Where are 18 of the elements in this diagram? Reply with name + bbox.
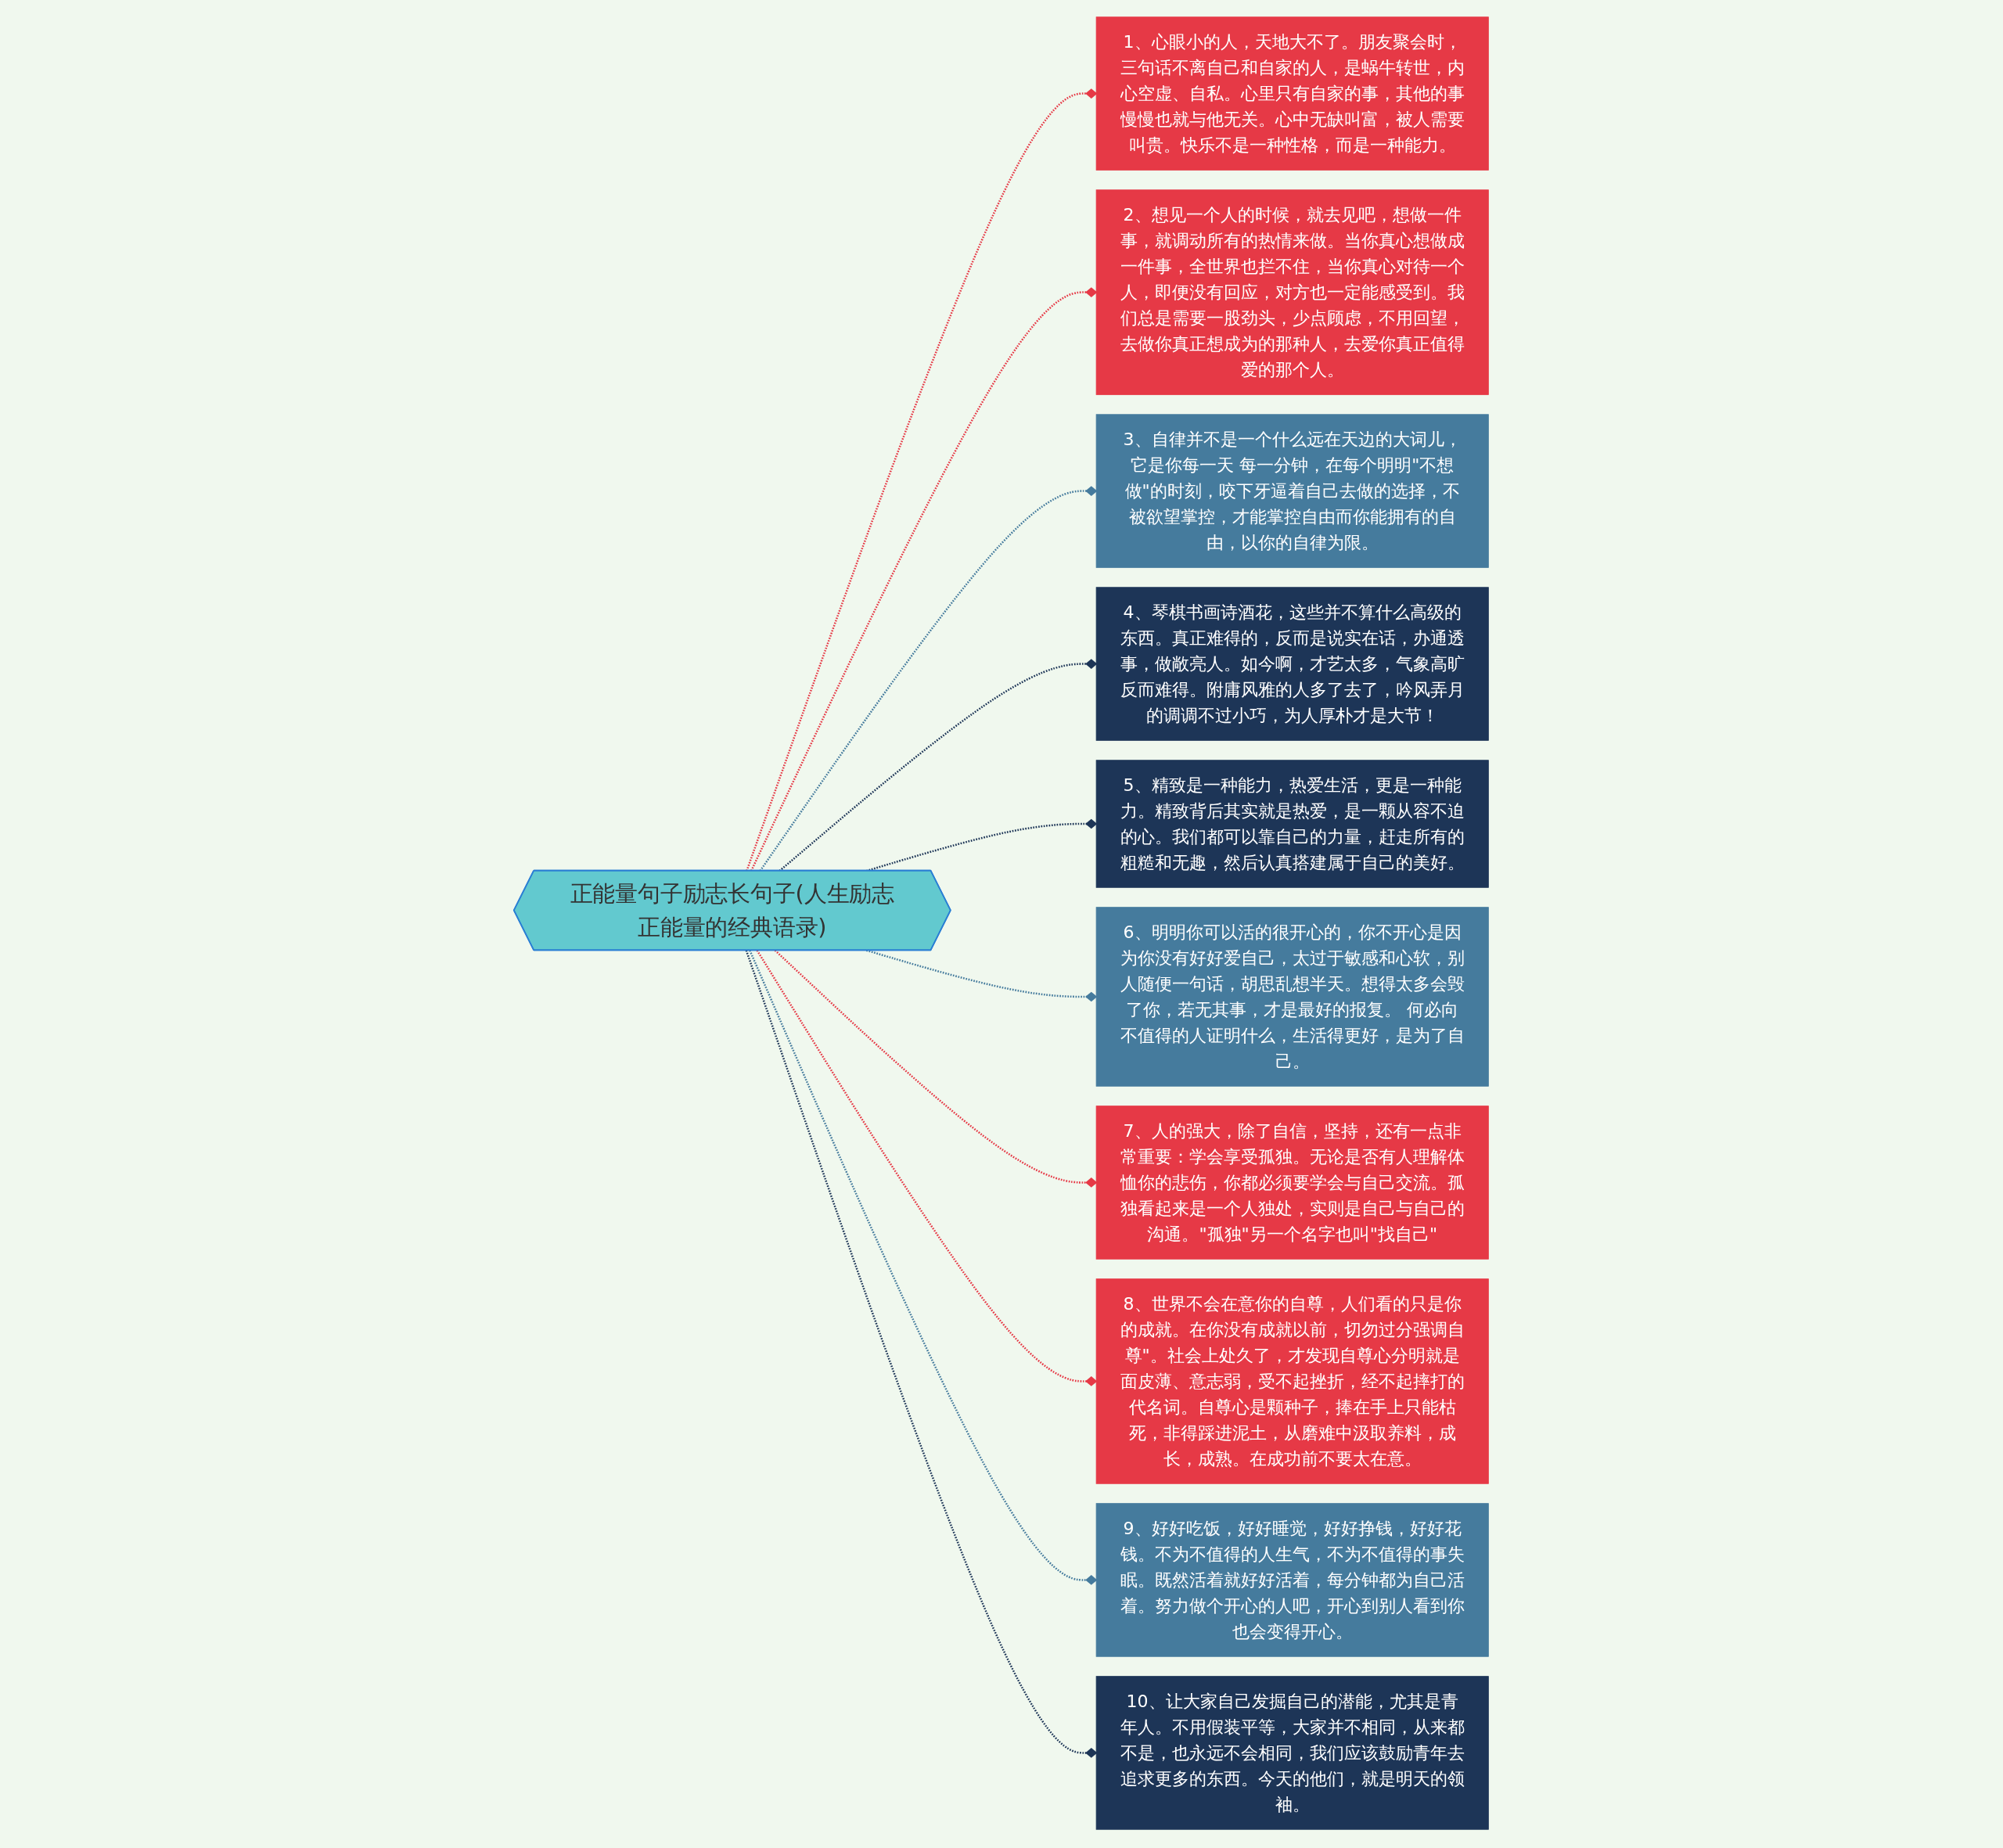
- connector: [775, 949, 1098, 1188]
- connector: [746, 88, 1098, 872]
- node-box: 7、人的强大，除了自信，坚持，还有一点非常重要：学会享受孤独。无论是否有人理解体恤你的悲伤，你都必须要学会与自己交流。孤独看起来是一个人独处，实则是自己与自己的沟通。"孤独"另一个名字也叫"找自己": [1096, 1106, 1490, 1260]
- connector: [750, 287, 1098, 872]
- connector: [759, 486, 1098, 872]
- node-box: 5、精致是一种能力，热爱生活，更是一种能力。精致背后其实就是热爱，是一颗从容不迫的心。我们都可以靠自己的力量，赶走所有的粗糙和无趣，然后认真搭建属于自己的美好。: [1096, 760, 1490, 888]
- node-box: 2、想见一个人的时候，就去见吧，想做一件事，就调动所有的热情来做。当你真心想做成一件事，全世界也拦不住，当你真心对待一个人，即便没有回应，对方也一定能感受到。我们总是需要一股劲头，少点顾虑，不用回望，去做你真正想成为的那种人，去爱你真正值得爱的那个人。: [1096, 189, 1490, 395]
- node-box: 1、心眼小的人，天地大不了。朋友聚会时，三句话不离自己和自家的人，是蜗牛转世，内心空虚、自私。心里只有自家的事，其他的事慢慢也就与他无关。心中无缺叫富，被人需要叫贵。快乐不是一种性格，而是一种能力。: [1096, 16, 1490, 171]
- node-box: 10、让大家自己发掘自己的潜能，尤其是青年人。不用假装平等，大家并不相同，从来都不是，也永远不会相同，我们应该鼓励青年去追求更多的东西。今天的他们，就是明天的领袖。: [1096, 1676, 1490, 1830]
- node-box: 4、琴棋书画诗酒花，这些并不算什么高级的东西。真正难得的，反而是说实在话，办通透事，做敞亮人。如今啊，才艺太多，气象高旷反而难得。附庸风雅的人多了去了，吟风弄月的调调不过小巧，为人厚朴才是大节！: [1096, 587, 1490, 741]
- node-box: 9、好好吃饭，好好睡觉，好好挣钱，好好花钱。不为不值得的人生气，不为不值得的事失眠。既然活着就好好活着，每分钟都为自己活着。努力做个开心的人吧，开心到别人看到你也会变得开心。: [1096, 1503, 1490, 1657]
- node-box: 8、世界不会在意你的自尊，人们看的只是你的成就。在你没有成就以前，切勿过分强调自尊"。社会上处久了，才发现自尊心分明就是面皮薄、意志弱，受不起挫折，经不起摔打的代名词。自尊心是颗种子，捧在手上只能枯死，非得踩进泥土，从磨难中汲取养料，成长，成熟。在成功前不要太在意。: [1096, 1278, 1490, 1484]
- connector: [746, 950, 1098, 1758]
- connector: [866, 949, 1098, 1002]
- connector: [757, 950, 1098, 1386]
- node-box: 6、明明你可以活的很开心的，你不开心是因为你没有好好爱自己，太过于敏感和心软，别人随便一句话，胡思乱想半天。想得太多会毁了你，若无其事，才是最好的报复。 何必向不值得的人证明什么，生活得更好，是为了自己。: [1096, 907, 1490, 1087]
- connector: [749, 950, 1098, 1585]
- node-box: 3、自律并不是一个什么远在天边的大词儿，它是你每一天 每一分钟，在每个明明"不想做"的时刻，咬下牙逼着自己去做的选择，不被欲望掌控，才能掌控自由而你能拥有的自由，以你的自律为限。: [1096, 414, 1490, 568]
